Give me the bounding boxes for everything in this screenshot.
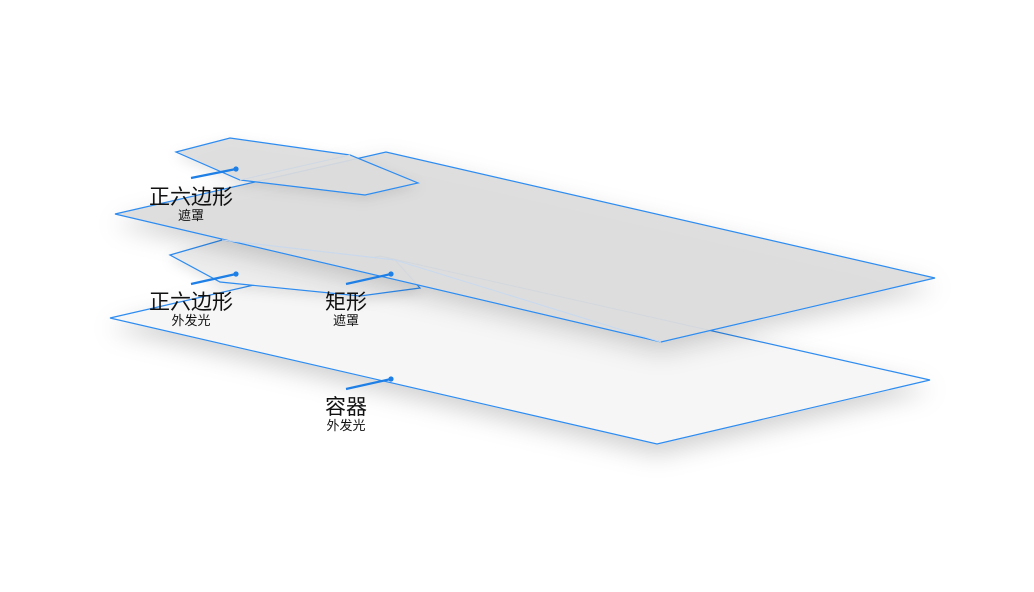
label-hexagon-mask: 正六边形 遮罩: [149, 186, 233, 224]
label-subtitle: 遮罩: [177, 209, 204, 225]
pin-hexagon-mask: [190, 166, 239, 180]
label-container: 容器 外发光: [325, 396, 367, 434]
label-title: 矩形: [325, 290, 367, 314]
hexagon-inner-edge: [239, 154, 351, 181]
label-subtitle: 外发光: [326, 419, 366, 435]
label-hexagon-glow: 正六边形 外发光: [149, 291, 233, 329]
label-title: 正六边形: [149, 185, 233, 209]
label-rectangle-mask: 矩形 遮罩: [325, 291, 367, 329]
label-subtitle: 外发光: [171, 314, 211, 330]
pin-hexagon-glow: [190, 271, 239, 286]
pin-container: [345, 376, 394, 391]
label-title: 容器: [325, 395, 367, 419]
label-title: 正六边形: [149, 290, 233, 314]
label-subtitle: 遮罩: [332, 314, 359, 330]
pin-rectangle-mask: [345, 271, 394, 286]
overlap-guide-line: [221, 239, 662, 343]
